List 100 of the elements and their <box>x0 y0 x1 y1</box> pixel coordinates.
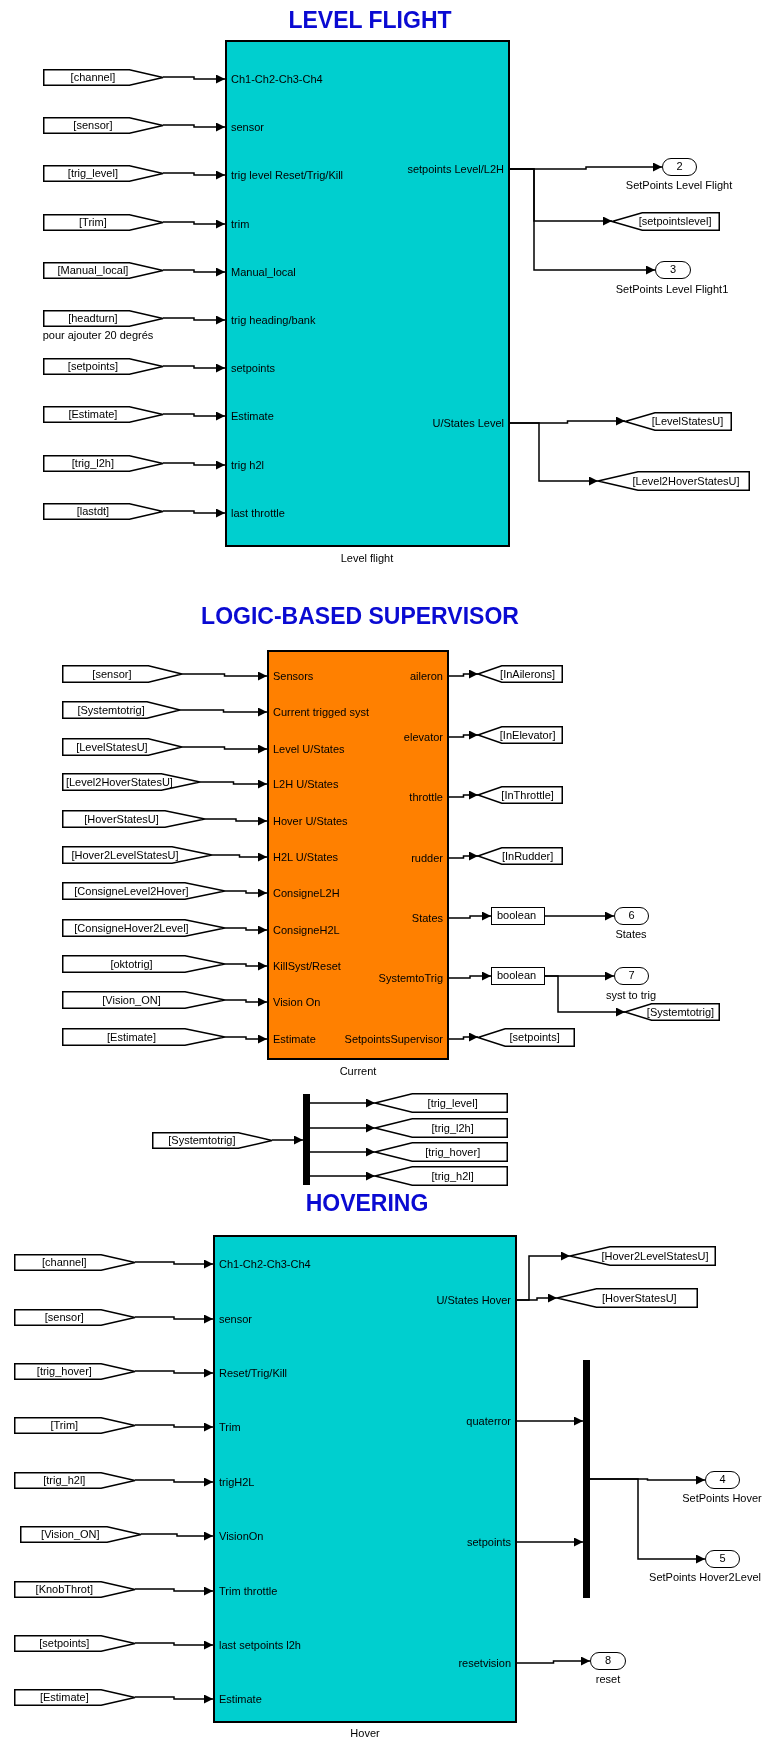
output-port-label: rudder <box>411 850 449 866</box>
signal-line <box>162 170 226 180</box>
signal-line <box>516 1293 558 1303</box>
output-port-label: setpoints Level/L2H <box>407 161 510 177</box>
input-port-label: Level U/States <box>267 741 345 757</box>
goto-tag: [HoverStatesU] <box>557 1288 698 1308</box>
input-port-label: trig level Reset/Trig/Kill <box>225 167 344 183</box>
signal-line <box>448 669 479 679</box>
signal-line <box>448 1032 479 1042</box>
signal-line <box>309 1123 376 1133</box>
input-port-label: setpoints <box>225 360 276 376</box>
input-port-label: last throttle <box>225 505 285 521</box>
input-port-label: L2H U/States <box>267 776 339 792</box>
input-port-label: sensor <box>213 1311 253 1327</box>
output-port-label: aileron <box>409 668 449 684</box>
port-caption: SetPoints Hover <box>682 1492 762 1505</box>
input-port-label: Ch1-Ch2-Ch3-Ch4 <box>213 1256 311 1272</box>
from-tag: [trig_level] <box>43 164 163 182</box>
input-port-label: ConsigneH2L <box>267 922 340 938</box>
from-tag: [lastdt] <box>43 502 163 520</box>
goto-tag: [Hover2LevelStatesU] <box>570 1246 716 1266</box>
input-port-label: Vision On <box>267 994 321 1010</box>
demux-bar <box>303 1094 310 1185</box>
signal-line <box>199 779 268 789</box>
goto-tag: [trig_h2l] <box>375 1166 508 1186</box>
from-tag: [trig_hover] <box>14 1362 135 1380</box>
signal-line <box>516 1656 591 1666</box>
output-port-label: U/States Hover <box>436 1292 517 1308</box>
outport-terminal: 5 <box>705 1550 740 1568</box>
from-tag: [channel] <box>43 68 163 86</box>
signal-line <box>162 411 226 421</box>
signal-line <box>448 971 492 981</box>
signal-line <box>134 1694 214 1704</box>
output-port-label: SystemtoTrig <box>378 970 449 986</box>
input-port-label: sensor <box>225 119 265 135</box>
signal-line <box>516 1416 584 1426</box>
from-tag: [channel] <box>14 1253 135 1271</box>
signal-line <box>134 1586 214 1596</box>
goto-tag: [Level2HoverStatesU] <box>598 471 750 491</box>
output-port-label: SetpointsSupervisor <box>344 1031 449 1047</box>
from-tag: [Systemtotrig] <box>152 1131 272 1149</box>
annotation-text: pour ajouter 20 degrés <box>42 329 154 342</box>
signal-line <box>162 267 226 277</box>
input-port-label: trig heading/bank <box>225 312 316 328</box>
from-tag: [ConsigneHover2Level] <box>62 919 225 937</box>
input-port-label: trim <box>225 216 250 232</box>
output-port-label: setpoints <box>466 1534 517 1550</box>
goto-tag: [trig_level] <box>375 1093 508 1113</box>
signal-line <box>589 1478 706 1564</box>
signal-line <box>509 422 599 486</box>
from-tag: [ConsigneLevel2Hover] <box>62 882 225 900</box>
goto-tag: [setpoints] <box>478 1027 575 1047</box>
input-port-label: VisionOn <box>213 1528 264 1544</box>
signal-line <box>162 315 226 325</box>
from-tag: [Trim] <box>14 1416 135 1434</box>
signal-line <box>448 911 492 921</box>
input-port-label: Current trigged syst <box>267 704 369 720</box>
signal-line <box>309 1171 376 1181</box>
from-tag: [sensor] <box>62 665 182 683</box>
signal-line <box>162 460 226 470</box>
signal-line <box>204 816 268 826</box>
signal-line <box>544 911 615 921</box>
signal-line <box>448 851 479 861</box>
input-port-label: KillSyst/Reset <box>267 958 341 974</box>
from-tag: [setpoints] <box>43 357 163 375</box>
mux-bar <box>583 1360 590 1598</box>
from-tag: [Hover2LevelStatesU] <box>62 846 212 864</box>
from-tag: [Manual_local] <box>43 261 163 279</box>
input-port-label: Reset/Trig/Kill <box>213 1365 288 1381</box>
signal-line <box>224 888 268 898</box>
goto-tag: [LevelStatesU] <box>625 411 732 431</box>
from-tag: [trig_h2l] <box>14 1471 135 1489</box>
goto-tag: [InAilerons] <box>478 665 563 683</box>
signal-line <box>224 925 268 935</box>
signal-line <box>162 74 226 84</box>
output-port-label: U/States Level <box>432 415 510 431</box>
from-tag: [trig_l2h] <box>43 454 163 472</box>
signal-line <box>134 1477 214 1487</box>
from-tag: [sensor] <box>43 116 163 134</box>
output-port-label: throttle <box>409 789 449 805</box>
input-port-label: Sensors <box>267 668 314 684</box>
input-port-label: Ch1-Ch2-Ch3-Ch4 <box>225 71 323 87</box>
from-tag: [oktotrig] <box>62 955 225 973</box>
conversion-block: boolean <box>491 967 545 985</box>
signal-line <box>509 168 656 275</box>
output-port-label: resetvision <box>458 1655 517 1671</box>
output-port-label: States <box>411 910 449 926</box>
outport-terminal: 8 <box>590 1652 626 1670</box>
outport-terminal: 7 <box>614 967 649 985</box>
input-port-label: Trim throttle <box>213 1583 278 1599</box>
block-caption: Hover <box>350 1727 380 1740</box>
signal-line <box>309 1098 376 1108</box>
signal-line <box>134 1640 214 1650</box>
from-tag: [setpoints] <box>14 1634 135 1652</box>
output-port-label: elevator <box>403 729 449 745</box>
port-caption: syst to trig <box>605 989 657 1002</box>
signal-line <box>309 1147 376 1157</box>
signal-line <box>181 671 268 681</box>
from-tag: [Vision_ON] <box>20 1525 141 1543</box>
signal-line <box>134 1368 214 1378</box>
